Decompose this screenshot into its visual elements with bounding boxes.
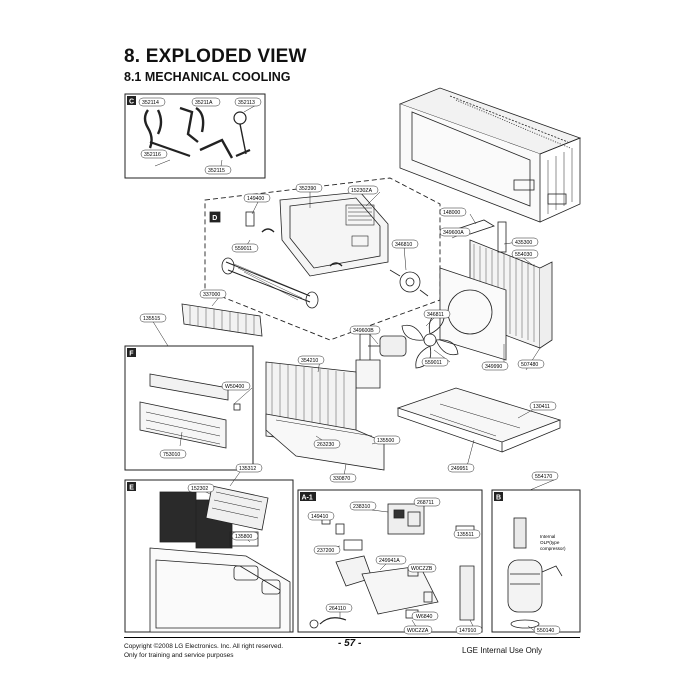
part-354210: 354210 xyxy=(301,358,318,364)
section-f-box xyxy=(124,345,254,471)
olp-note-3: compressor) xyxy=(540,546,566,551)
page-title: 8. EXPLODED VIEW xyxy=(124,46,307,67)
part-149400: 149400 xyxy=(247,196,264,202)
part-507480: 507480 xyxy=(521,362,538,368)
part-349600B: 349600B xyxy=(353,328,374,334)
part-352114: 352114 xyxy=(142,100,159,106)
tube-352115 xyxy=(199,138,234,159)
part-callouts: 352114 35211A 352113 352116 352115 35239… xyxy=(138,97,566,635)
part-W0CZZB: W0CZZB xyxy=(411,566,433,572)
part-135800: 135800 xyxy=(235,534,252,540)
part-147910: 147910 xyxy=(459,628,476,634)
part-349990: 349990 xyxy=(485,364,502,370)
part-135500: 135500 xyxy=(377,438,394,444)
copyright-line: Copyright ©2008 LG Electronics. Inc. All… xyxy=(124,643,284,650)
part-346810: 346810 xyxy=(395,242,412,248)
section-b-label: B xyxy=(496,495,501,502)
fan-motor xyxy=(379,335,407,357)
section-c-label: C xyxy=(129,99,134,106)
part-435300: 435300 xyxy=(515,240,532,246)
footer-copyright: Copyright ©2008 LG Electronics. Inc. All… xyxy=(124,642,283,660)
section-tags: C D F E A-1 B xyxy=(127,96,503,502)
part-152302: 152302 xyxy=(191,486,208,492)
part-753010: 753010 xyxy=(163,452,180,458)
section-e-label: E xyxy=(129,485,134,492)
section-d-label: D xyxy=(212,215,217,222)
part-550140: 550140 xyxy=(537,628,554,634)
basepan xyxy=(396,387,562,443)
part-238310: 238310 xyxy=(353,504,370,510)
part-337000: 337000 xyxy=(203,292,220,298)
part-130411: 130411 xyxy=(533,404,550,410)
tube-352116 xyxy=(149,140,191,158)
part-249941A: 249941A xyxy=(379,558,400,564)
tube-35211A xyxy=(179,106,199,143)
part-352115: 352115 xyxy=(208,168,225,174)
part-W6840: W6840 xyxy=(416,614,433,620)
part-352390: 352390 xyxy=(299,186,316,192)
part-15230ZA: 15230ZA xyxy=(351,188,373,194)
part-W50400: W50400 xyxy=(225,384,244,390)
part-249951: 249951 xyxy=(451,466,468,472)
part-264110: 264110 xyxy=(329,606,346,612)
section-a1-label: A-1 xyxy=(302,495,313,502)
part-148000: 148000 xyxy=(443,210,460,216)
compressor xyxy=(507,559,543,613)
section-f-label: F xyxy=(129,351,134,358)
cabinet-frame xyxy=(398,87,582,223)
front-cover xyxy=(149,547,291,633)
part-352113: 352113 xyxy=(238,100,255,106)
part-268711: 268711 xyxy=(417,500,434,506)
part-263230: 263230 xyxy=(317,442,334,448)
part-346811: 346811 xyxy=(427,312,444,318)
section-d-tag xyxy=(209,211,221,223)
section-c-box xyxy=(124,93,266,179)
section-a1-box xyxy=(297,489,483,633)
part-35211A: 35211A xyxy=(195,100,213,106)
page-number: - 57 - xyxy=(338,638,362,649)
olp-note-1: Internal xyxy=(540,534,555,539)
internal-use-note: LGE Internal Use Only xyxy=(462,646,543,655)
footer-rule xyxy=(124,637,580,638)
part-135312: 135312 xyxy=(239,466,256,472)
part-330870: 330870 xyxy=(333,476,350,482)
part-W0CZZA: W0CZZA xyxy=(407,628,429,634)
blower-wheel xyxy=(225,261,311,303)
part-135515: 135515 xyxy=(143,316,160,322)
part-349600A: 349600A xyxy=(443,230,464,236)
section-subtitle: 8.1 MECHANICAL COOLING xyxy=(124,70,291,84)
part-237200: 237200 xyxy=(317,548,334,554)
part-352116: 352116 xyxy=(144,152,161,158)
part-149410: 149410 xyxy=(311,514,328,520)
part-554030: 554030 xyxy=(515,252,532,258)
part-135511: 135511 xyxy=(457,532,474,538)
tube-352113-coil xyxy=(233,111,247,125)
part-559011-a: 559011 xyxy=(235,246,252,252)
olp-note-2: OLP(type xyxy=(540,540,560,545)
part-554170: 554170 xyxy=(535,474,552,480)
part-559011-b: 559011 xyxy=(425,360,442,366)
training-line: Only for training and service purposes xyxy=(124,652,234,659)
